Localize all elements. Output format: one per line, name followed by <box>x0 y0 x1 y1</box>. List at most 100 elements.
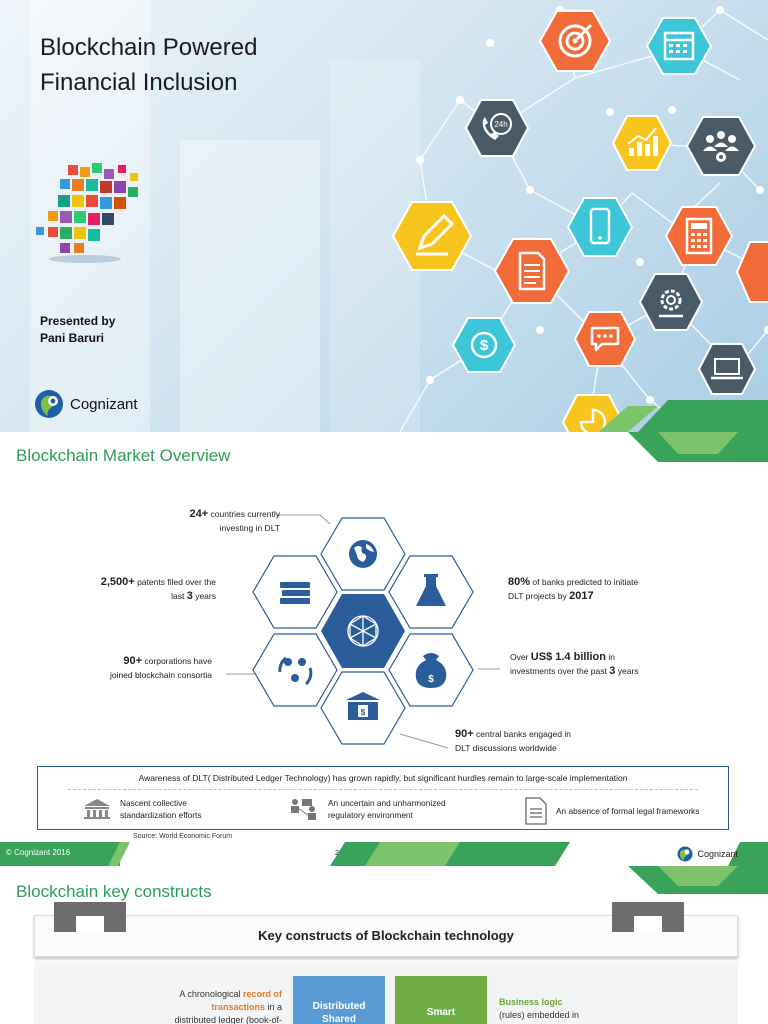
stat-value: 24+ <box>189 508 209 520</box>
cognizant-globe-icon <box>35 390 63 418</box>
contract-image-card <box>612 902 684 932</box>
growth-chart-icon <box>612 114 672 172</box>
stat-text: years <box>617 666 639 676</box>
tile-label: Shared <box>322 1014 356 1024</box>
tile-label: Distributed <box>312 1001 366 1012</box>
slide-title: Blockchain key constructs <box>16 882 212 901</box>
tile-label: Smart <box>426 1007 456 1018</box>
stat-central-banks: 90+ central banks engaged in DLT discuss… <box>455 727 625 755</box>
brand-name: Cognizant <box>70 395 138 413</box>
money-bag-icon: $ <box>415 653 447 688</box>
connector-lines <box>226 514 500 749</box>
presented-by-label: Presented by <box>40 314 116 328</box>
smart-contracts-tile: Smart <box>395 976 487 1024</box>
stat-text: Over <box>510 652 529 662</box>
stat-text: patents filed over the <box>137 577 216 587</box>
hurdle-text: An absence of formal legal frameworks <box>556 806 700 816</box>
title-slide: Blockchain Powered Financial Inclusion P… <box>0 0 768 432</box>
stat-investments: Over US$ 1.4 billion in investments over… <box>510 650 680 678</box>
stat-value: 2017 <box>569 590 594 602</box>
svg-text:24h: 24h <box>494 120 507 129</box>
team-gear-icon <box>686 115 756 177</box>
presenter-name: Pani Baruri <box>40 331 105 345</box>
cognizant-logo: Cognizant <box>34 389 138 419</box>
source-note: Source: World Economic Forum <box>133 833 233 840</box>
hurdle-item: Nascent collective standardization effor… <box>82 797 201 821</box>
stat-patents: 2,500+ patents filed over the last 3 yea… <box>70 575 216 603</box>
stat-text: years <box>195 591 216 601</box>
hurdle-item: An uncertain and unharmonized regulatory… <box>288 797 446 821</box>
settings-gear-icon <box>639 272 703 332</box>
constructs-area <box>34 962 738 1024</box>
stat-text: investing in DLT <box>219 523 280 533</box>
desc-highlight: record of <box>242 989 282 999</box>
stat-value: 3 <box>186 590 193 602</box>
title-line-1: Blockchain Powered <box>40 34 258 61</box>
globe-icon <box>349 540 377 568</box>
desc-text: A chronological <box>179 989 241 999</box>
market-overview-slide: Blockchain Market Overview <box>0 432 768 866</box>
cognizant-globe-icon <box>677 846 693 862</box>
stat-text: central banks engaged in <box>476 729 572 739</box>
stat-countries: 24+ countries currently investing in DLT <box>170 507 281 535</box>
divider <box>68 789 698 790</box>
chat-bubble-icon <box>574 310 636 368</box>
footer-brand: Cognizant <box>697 849 738 859</box>
document-icon <box>525 797 547 825</box>
ledger-description: A chronological record of transactions i… <box>150 988 282 1024</box>
svg-text:$: $ <box>480 337 489 354</box>
stat-text: countries currently <box>210 509 280 519</box>
desc-highlight: Business logic <box>499 997 563 1007</box>
card-inner <box>76 916 104 932</box>
card-inner <box>634 916 662 932</box>
stat-value: 2,500+ <box>100 576 135 588</box>
hurdle-text: regulatory environment <box>328 810 413 820</box>
svg-text:$: $ <box>428 674 434 685</box>
desc-highlight: transactions <box>211 1002 265 1012</box>
hurdles-title: Awareness of DLT( Distributed Ledger Tec… <box>138 773 628 783</box>
hexagon-cluster: $ $ <box>252 517 474 745</box>
desc-text: distributed ledger (book-of- <box>174 1015 282 1024</box>
laptop-icon <box>698 342 756 396</box>
stat-value: 3 <box>609 665 616 677</box>
hurdles-box: Awareness of DLT( Distributed Ledger Tec… <box>37 766 729 830</box>
presentation-title: Blockchain Powered Financial Inclusion <box>40 30 257 100</box>
partial-hex-icon <box>736 240 768 304</box>
stat-text: last <box>171 591 185 601</box>
stat-value: 90+ <box>455 728 474 740</box>
pie-chart-icon <box>562 393 624 432</box>
desc-text: (rules) embedded in <box>499 1010 580 1020</box>
stat-text: corporations have <box>144 656 212 666</box>
bank-vault-icon: $ <box>346 692 380 720</box>
calculator-icon <box>665 205 733 267</box>
dollar-coin-icon: $ <box>452 316 516 374</box>
stat-text: of banks predicted to initiate <box>532 577 639 587</box>
business-logic-description: Business logic (rules) embedded in <box>499 996 599 1022</box>
blockchain-network-icon <box>347 615 379 647</box>
slide-footer: © Cognizant 2016 2 Cognizant <box>0 842 768 866</box>
ledger-image-card <box>54 902 126 932</box>
mosaic-cubes-logo <box>36 163 138 263</box>
title-line-2: Financial Inclusion <box>40 69 238 96</box>
stat-text: DLT projects by <box>508 591 567 601</box>
building-icon <box>84 799 110 819</box>
books-icon <box>280 582 310 604</box>
smartphone-icon <box>567 196 633 258</box>
stat-text: DLT discussions worldwide <box>455 743 557 753</box>
green-stripe-decor <box>628 432 768 462</box>
desc-text: in a <box>267 1002 282 1012</box>
hurdle-text: Nascent collective <box>120 798 187 808</box>
slide-title: Blockchain Market Overview <box>16 446 231 465</box>
flask-icon <box>416 574 446 606</box>
stat-value: 80% <box>508 576 531 588</box>
people-network-icon <box>291 799 316 820</box>
hurdle-text: standardization efforts <box>120 810 202 820</box>
stat-text: investments over the past <box>510 666 607 676</box>
green-stripe-decor <box>598 400 768 432</box>
footer-copyright: © Cognizant 2016 <box>6 848 71 857</box>
pen-icon <box>392 200 472 272</box>
hurdle-text: An uncertain and unharmonized <box>328 798 446 808</box>
svg-text:$: $ <box>361 708 366 717</box>
hex-outline <box>252 633 338 707</box>
calendar-icon <box>646 16 712 76</box>
